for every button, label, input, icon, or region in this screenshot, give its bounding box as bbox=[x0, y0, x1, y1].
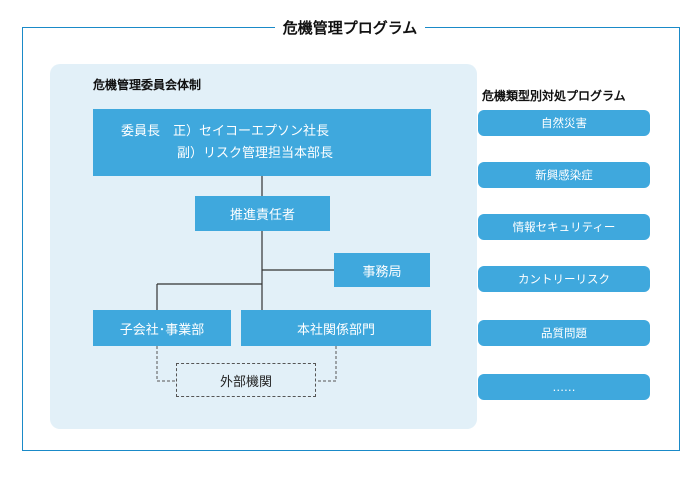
subsidiaries-box: 子会社･事業部 bbox=[93, 310, 231, 346]
chair-line: 委員長 正）セイコーエプソン社長 bbox=[121, 123, 330, 139]
program-item: カントリーリスク bbox=[478, 266, 650, 292]
program-item: 自然災害 bbox=[478, 110, 650, 136]
committee-chair-box: 委員長 正）セイコーエプソン社長 副）リスク管理担当本部長 bbox=[93, 109, 431, 176]
program-item: 新興感染症 bbox=[478, 162, 650, 188]
committee-title: 危機管理委員会体制 bbox=[93, 78, 202, 92]
program-item: 品質問題 bbox=[478, 320, 650, 346]
promoter-box: 推進責任者 bbox=[195, 196, 330, 231]
diagram-title: 危機管理プログラム bbox=[0, 17, 700, 38]
external-agencies-box: 外部機関 bbox=[176, 363, 316, 397]
vice-chair-line: 副）リスク管理担当本部長 bbox=[177, 145, 334, 161]
programs-title: 危機類型別対処プログラム bbox=[482, 89, 626, 103]
program-item: …… bbox=[478, 374, 650, 400]
hq-departments-box: 本社関係部門 bbox=[241, 310, 431, 346]
program-item: 情報セキュリティー bbox=[478, 214, 650, 240]
secretariat-box: 事務局 bbox=[334, 253, 430, 287]
